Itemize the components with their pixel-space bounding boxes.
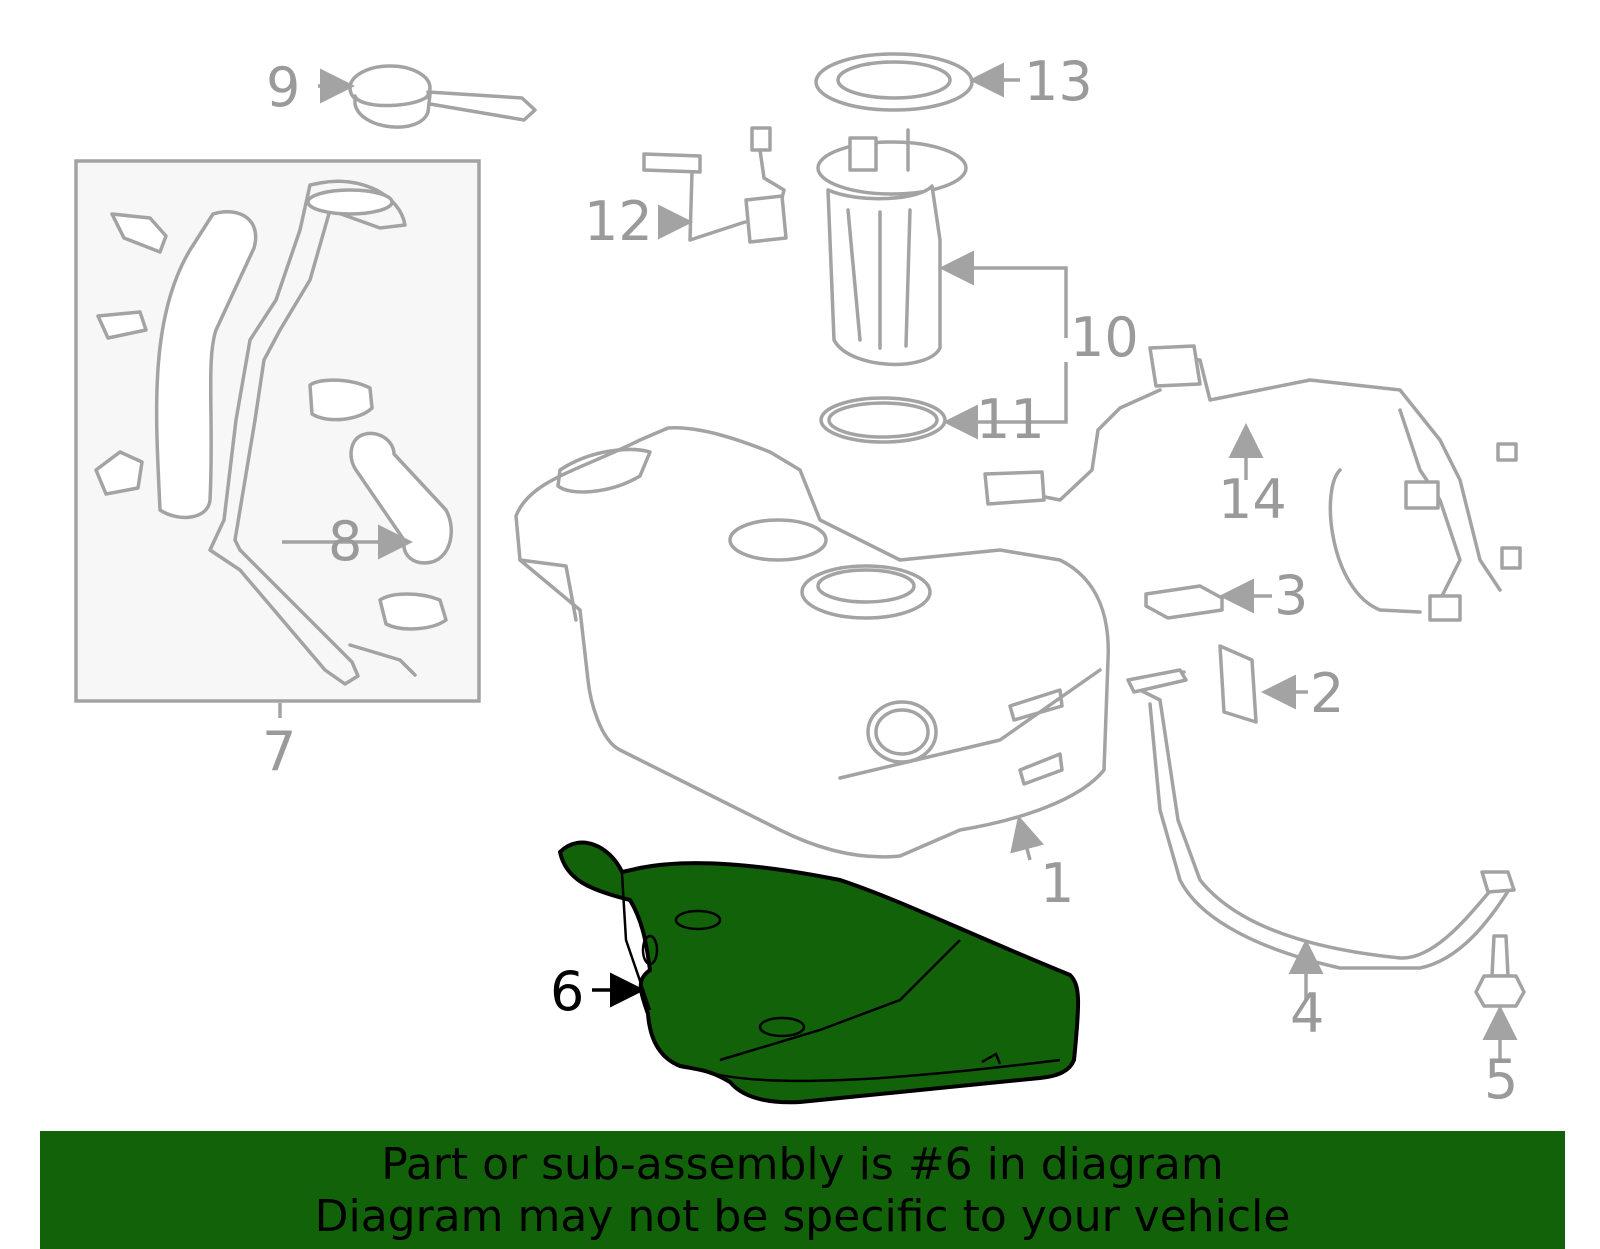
banner-line-disclaimer: Diagram may not be specific to your vehi… <box>314 1191 1291 1242</box>
callout-9: 9 <box>266 56 300 119</box>
callout-5: 5 <box>1484 1048 1518 1111</box>
callout-10: 10 <box>1070 306 1139 369</box>
tank-strap-part-4 <box>1126 668 1516 970</box>
callout-11: 11 <box>976 388 1045 451</box>
bolt-part-5 <box>1474 934 1526 1008</box>
callout-2: 2 <box>1310 662 1344 725</box>
callout-12: 12 <box>584 190 653 253</box>
insulator-part-2 <box>1218 644 1258 724</box>
callout-3: 3 <box>1274 564 1308 627</box>
callout-7: 7 <box>262 720 296 783</box>
wiring-harness-part-14 <box>983 344 1522 622</box>
callout-6: 6 <box>550 960 584 1023</box>
seal-part-11 <box>819 396 947 444</box>
hose-part-8 <box>349 431 454 565</box>
callout-8: 8 <box>328 510 362 573</box>
heat-shield-part-6 <box>558 840 1081 1105</box>
callout-4: 4 <box>1290 982 1324 1045</box>
fuel-cap-part-9 <box>348 64 537 129</box>
leader-lines <box>282 62 1518 1062</box>
callout-14: 14 <box>1218 468 1287 531</box>
info-banner: Part or sub-assembly is #6 in diagram Di… <box>40 1131 1565 1249</box>
pad-part-3 <box>1144 584 1224 620</box>
banner-line-part-number: Part or sub-assembly is #6 in diagram <box>381 1139 1224 1190</box>
fuel-pump-module-part-10 <box>816 128 968 367</box>
callout-13: 13 <box>1024 50 1093 113</box>
lock-ring-part-13 <box>814 52 974 112</box>
fuel-level-sender-part-12 <box>642 126 788 244</box>
fuel-tank-part-1 <box>514 426 1110 859</box>
callout-1: 1 <box>1040 852 1074 915</box>
filler-pipe-assembly-box <box>74 159 481 703</box>
